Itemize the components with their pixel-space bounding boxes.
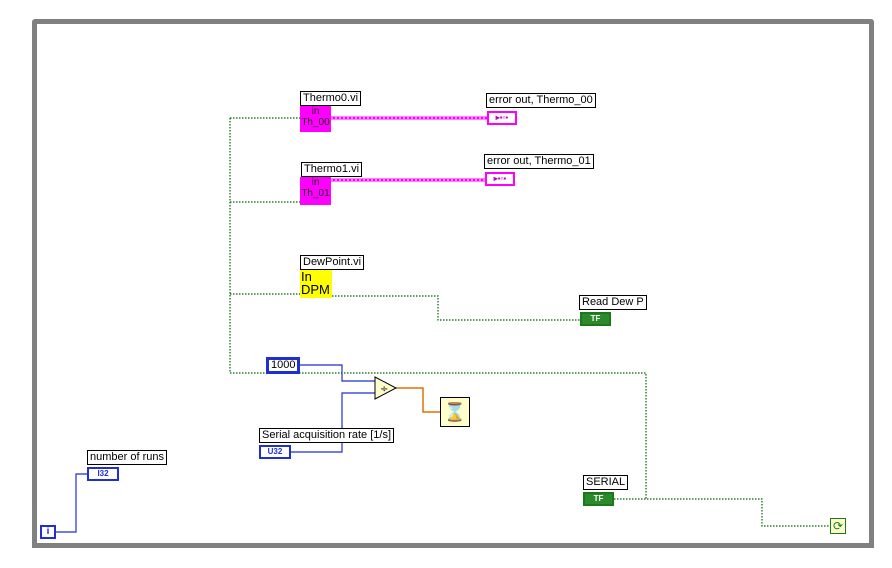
wire-1000-to-divide [297, 364, 376, 382]
control-acq-rate[interactable]: U32 [259, 445, 291, 459]
subvi-thermo0-line1: in [311, 106, 320, 117]
bool-indicator-read-dew-p[interactable]: TF [580, 312, 611, 326]
subvi-thermo1-line2: Th_01 [301, 188, 330, 199]
control-label-serial: SERIAL [583, 475, 629, 490]
subvi-thermo0[interactable]: in Th_00 [300, 106, 331, 132]
indicator-label-error-out-1: error out, Thermo_01 [484, 154, 594, 169]
subvi-label-thermo1: Thermo1.vi [301, 162, 363, 177]
subvi-thermo0-line2: Th_00 [301, 117, 330, 128]
indicator-label-error-out-0: error out, Thermo_00 [486, 93, 596, 108]
wire-i-to-runs [56, 473, 88, 533]
wire-trunk-to-serial [230, 372, 647, 499]
subvi-dewpoint[interactable]: In DPM [300, 270, 332, 298]
subvi-label-thermo0: Thermo0.vi [300, 91, 362, 106]
error-cluster-icon: ▸▪▫▪ [495, 113, 509, 122]
numeric-type-label: I32 [97, 469, 109, 478]
bool-control-serial[interactable]: TF [583, 492, 614, 506]
loop-condition-icon[interactable]: ⟳ [830, 518, 846, 534]
indicator-label-number-of-runs: number of runs [87, 450, 167, 465]
wait-ms-metronome-icon[interactable]: ⌛ [440, 397, 470, 427]
wire-serial-to-stop [614, 498, 830, 527]
divide-node [374, 376, 398, 400]
subvi-thermo1-line1: in [311, 177, 320, 188]
error-cluster-icon: ▸▪▫▪ [493, 174, 507, 183]
constant-1000[interactable]: 1000 [266, 357, 301, 374]
iteration-terminal[interactable]: i [40, 525, 56, 539]
divide-icon: ÷ [380, 384, 388, 395]
subvi-dewpoint-line2: DPM [301, 282, 330, 297]
bool-type-label: TF [590, 314, 601, 323]
control-label-acq-rate: Serial acquisition rate [1/s] [259, 428, 395, 443]
indicator-number-of-runs[interactable]: I32 [87, 467, 119, 481]
error-cluster-indicator-1[interactable]: ▸▪▫▪ [485, 172, 515, 186]
indicator-label-read-dew-p: Read Dew P [579, 295, 647, 310]
numeric-type-label: U32 [267, 447, 283, 456]
wire-rate-to-divide [290, 392, 376, 453]
subvi-label-dewpoint: DewPoint.vi [300, 255, 365, 270]
bool-type-label: TF [593, 494, 604, 503]
wire-divide-to-wait [396, 387, 440, 413]
subvi-thermo1[interactable]: in Th_01 [300, 177, 331, 205]
while-loop-frame[interactable] [32, 19, 874, 548]
error-cluster-indicator-0[interactable]: ▸▪▫▪ [487, 111, 517, 125]
subvi-dewpoint-line1: In [301, 269, 312, 284]
wire-dewpoint-to-readdew [332, 295, 580, 321]
